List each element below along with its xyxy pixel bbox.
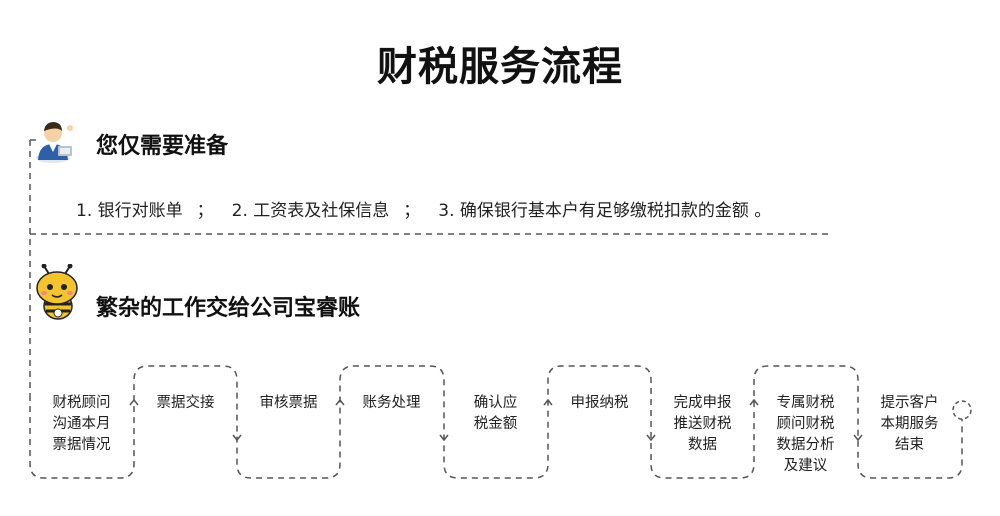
prepare-items-list: 1. 银行对账单 ； 2. 工资表及社保信息 ； 3. 确保银行基本户有足够缴税扣款的金… (76, 196, 771, 221)
flow-arrow-down (646, 434, 656, 442)
prepare-separator: ； (196, 201, 214, 221)
prepare-separator: ； (403, 201, 421, 221)
flow-arrow-down (232, 434, 242, 442)
flow-end-circle (952, 400, 972, 420)
flow-arrow-up (335, 398, 345, 406)
serpentine-flow-path (29, 365, 963, 479)
flow-arrow-up (543, 398, 553, 406)
flow-step-label: 完成申报推送财税数据 (673, 395, 732, 453)
flow-step-label: 票据交接 (156, 395, 215, 411)
handoff-section-title: 繁杂的工作交给公司宝睿账 (96, 296, 361, 321)
flow-step-label: 申报纳税 (570, 395, 629, 411)
flow-arrow-up (749, 398, 759, 406)
flow-step-label: 提示客户本期服务结束 (880, 395, 939, 453)
flow-step-label: 专属财税顾问财税数据分析及建议 (776, 395, 835, 474)
flow-arrow-up (129, 398, 139, 406)
prepare-section-title: 您仅需要准备 (96, 134, 229, 159)
prepare-item-bank-statement: 1. 银行对账单 (76, 201, 183, 221)
flow-step-label: 审核票据 (259, 395, 318, 411)
flow-arrow-down (439, 434, 449, 442)
flow-step-label: 财税顾问沟通本月票据情况 (52, 395, 111, 453)
prepare-item-payroll: 2. 工资表及社保信息 (231, 201, 390, 221)
office-worker-icon (36, 122, 73, 163)
flow-step-label: 账务处理 (362, 395, 421, 411)
page-title: 财税服务流程 (377, 44, 623, 90)
bee-mascot-icon (36, 264, 78, 320)
prepare-item-bank-balance: 3. 确保银行基本户有足够缴税扣款的金额 。 (438, 201, 772, 221)
flow-step-label: 确认应税金额 (473, 395, 518, 432)
flow-arrow-down (853, 434, 863, 442)
flow-arrows (129, 398, 863, 442)
